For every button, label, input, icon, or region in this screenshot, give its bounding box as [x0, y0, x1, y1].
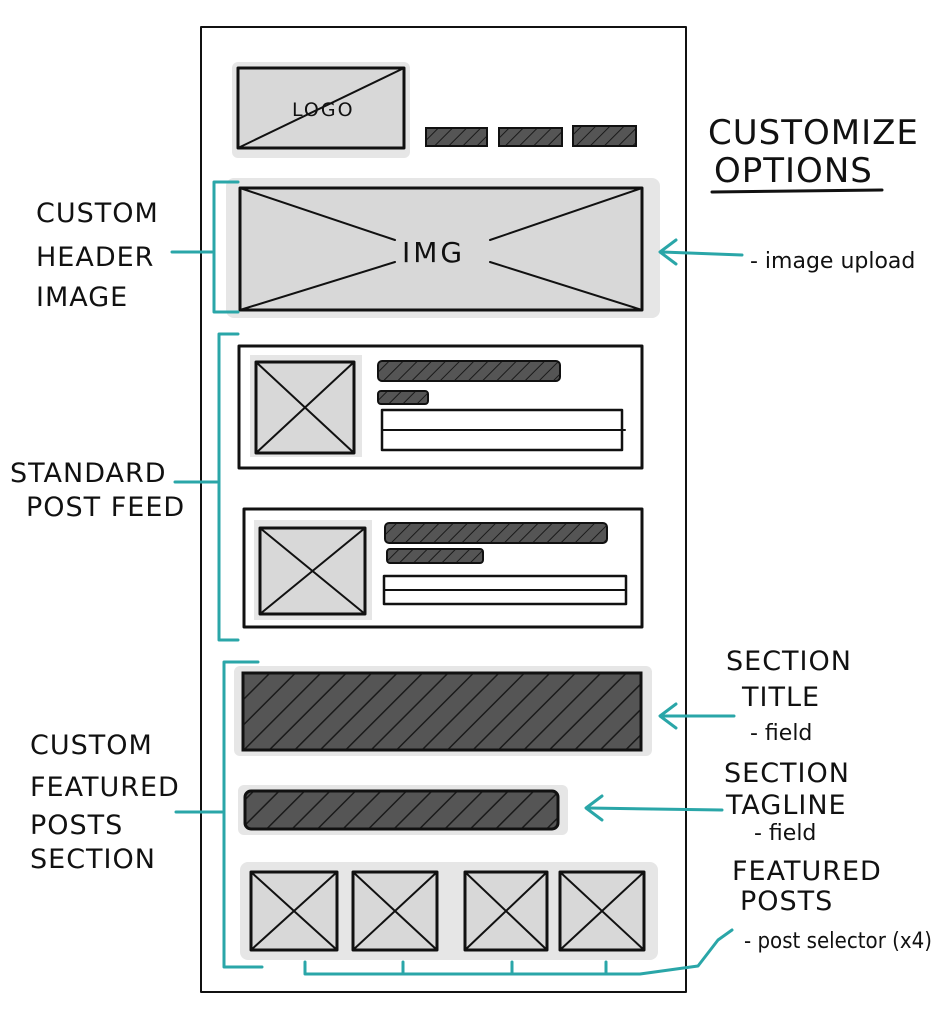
- section-tagline-block: [238, 785, 568, 835]
- nav-item: [572, 125, 637, 147]
- post-title-bar: [384, 522, 608, 544]
- label-custom-header-image: CUSTOM HEADER IMAGE: [36, 198, 159, 313]
- svg-text:POST FEED: POST FEED: [26, 492, 185, 523]
- label-featured-posts: FEATURED POSTS - post selector (x4): [732, 856, 932, 954]
- svg-text:FEATURED: FEATURED: [732, 856, 882, 887]
- svg-text:HEADER: HEADER: [36, 242, 154, 273]
- svg-text:FEATURED: FEATURED: [30, 772, 180, 803]
- section-title-block: [234, 666, 652, 756]
- label-custom-featured-posts: CUSTOM FEATURED POSTS SECTION: [30, 730, 180, 875]
- svg-text:SECTION: SECTION: [724, 758, 850, 789]
- featured-post-thumb: [351, 870, 439, 952]
- nav-bar: [425, 125, 637, 147]
- label-standard-post-feed: STANDARD POST FEED: [10, 458, 185, 523]
- svg-text:SECTION: SECTION: [726, 646, 852, 677]
- nav-item: [498, 127, 563, 147]
- page-frame: [200, 26, 687, 993]
- header-image-label: IMG: [402, 236, 465, 269]
- svg-text:IMAGE: IMAGE: [36, 282, 128, 313]
- featured-post-thumb: [463, 870, 549, 952]
- svg-text:POSTS: POSTS: [30, 810, 123, 841]
- svg-text:POSTS: POSTS: [740, 886, 833, 917]
- featured-post-thumb: [249, 870, 339, 952]
- svg-text:STANDARD: STANDARD: [10, 458, 167, 489]
- arrow-image-upload: [658, 238, 744, 266]
- header-image-placeholder: IMG: [226, 178, 660, 318]
- svg-text:OPTIONS: OPTIONS: [714, 151, 873, 191]
- label-section-tagline: SECTION TAGLINE - field: [724, 758, 850, 846]
- svg-text:TAGLINE: TAGLINE: [725, 790, 847, 821]
- arrow-section-tagline: [584, 794, 724, 822]
- featured-posts-row: [240, 862, 658, 960]
- bracket-thumbs: [303, 928, 734, 976]
- post-title-bar: [377, 360, 561, 382]
- svg-text:CUSTOM: CUSTOM: [30, 730, 153, 761]
- svg-text:SECTION: SECTION: [30, 844, 156, 875]
- arrow-section-title: [658, 702, 736, 730]
- svg-text:- field: - field: [754, 821, 816, 846]
- featured-post-thumb: [558, 870, 646, 952]
- bracket-header: [212, 180, 240, 314]
- label-section-title: SECTION TITLE - field: [726, 646, 852, 746]
- bracket-post-feed: [217, 332, 240, 642]
- label-image-upload: - image upload: [750, 249, 915, 274]
- post-meta-bar: [386, 548, 484, 564]
- post-card: [237, 344, 644, 470]
- post-card: [242, 507, 644, 629]
- nav-item: [425, 127, 488, 147]
- svg-text:- field: - field: [750, 721, 812, 746]
- svg-text:TITLE: TITLE: [741, 682, 820, 713]
- svg-text:- post selector (x4): - post selector (x4): [744, 929, 932, 954]
- bracket-featured: [222, 660, 264, 969]
- svg-text:CUSTOM: CUSTOM: [36, 198, 159, 229]
- logo-placeholder: LOGO: [232, 62, 410, 158]
- label-customize-options: CUSTOMIZE OPTIONS: [708, 113, 919, 194]
- logo-label: LOGO: [292, 99, 355, 121]
- post-meta-bar: [377, 390, 429, 405]
- svg-text:CUSTOMIZE: CUSTOMIZE: [708, 113, 919, 153]
